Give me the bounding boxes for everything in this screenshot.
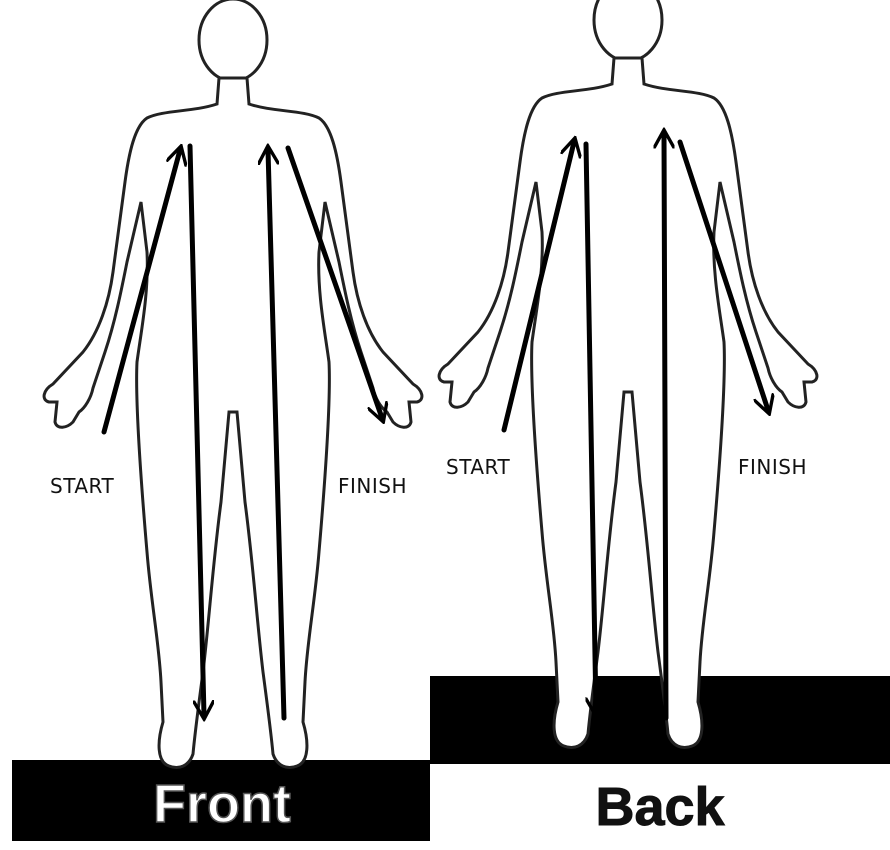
back-arrow-right-side xyxy=(664,134,666,718)
back-finish-label: FINISH xyxy=(738,455,807,479)
back-start-label: START xyxy=(446,455,510,479)
front-figure xyxy=(44,0,422,768)
front-body-outline xyxy=(44,0,422,768)
front-finish-label: FINISH xyxy=(338,474,407,498)
back-figure xyxy=(439,0,817,748)
front-start-label: START xyxy=(50,474,114,498)
back-body-outline xyxy=(439,0,817,748)
